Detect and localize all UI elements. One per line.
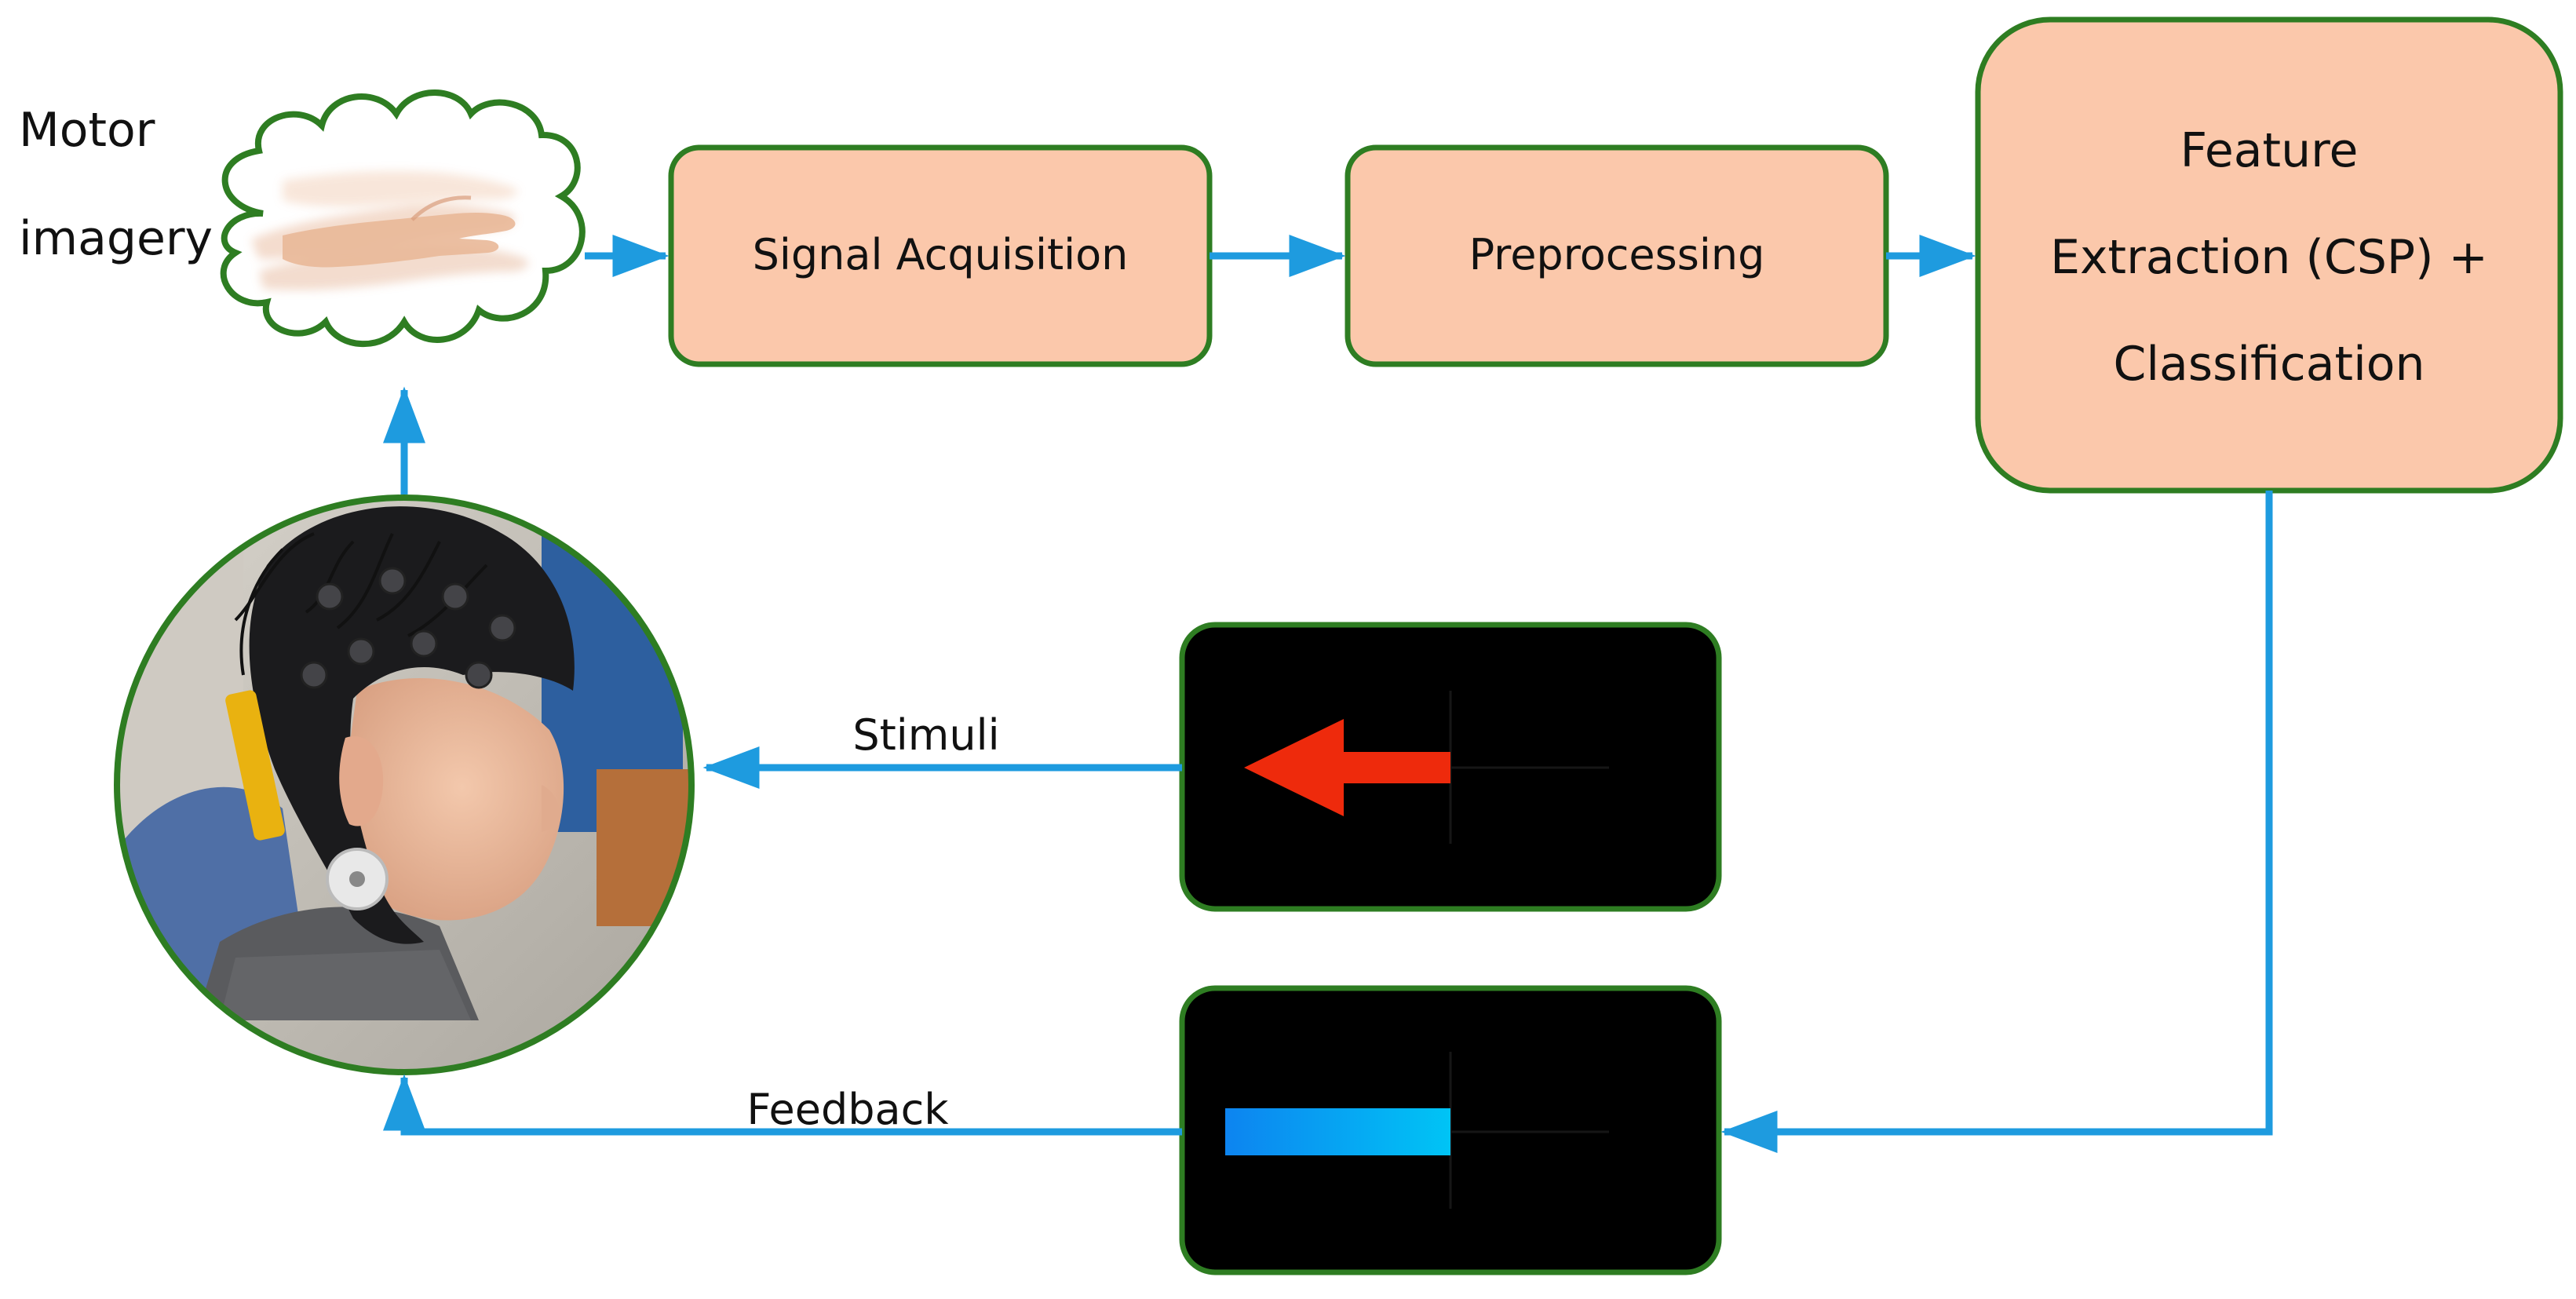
feature-label-line3: Classification [2113, 337, 2425, 392]
preprocessing-box: Preprocessing [1345, 144, 1889, 367]
eeg-cap-subject-photo [114, 494, 695, 1075]
feature-label-line1: Feature [2180, 123, 2359, 178]
motor-imagery-label-line1: Motor [19, 103, 155, 158]
signal-acquisition-box: Signal Acquisition [668, 144, 1213, 367]
arrow-feedback-to-subject [383, 1074, 1182, 1136]
left-arrow-icon [1244, 719, 1450, 816]
feature-extraction-classification-box: Feature Extraction (CSP) + Classificatio… [1975, 16, 2563, 494]
preprocessing-label: Preprocessing [1469, 230, 1765, 279]
hand-motion-cloud-icon [220, 89, 586, 348]
arrow-classifier-to-feedback [1720, 491, 2273, 1153]
feedback-label: Feedback [746, 1085, 949, 1134]
motor-imagery-label-line2: imagery [19, 211, 213, 266]
stimulus-screen [1179, 622, 1722, 912]
feedback-bar-icon [1225, 1108, 1450, 1155]
stimuli-label: Stimuli [852, 710, 999, 760]
signal-acquisition-label: Signal Acquisition [753, 230, 1129, 279]
feedback-screen [1179, 985, 1722, 1275]
feature-label-line2: Extraction (CSP) + [2050, 230, 2488, 285]
